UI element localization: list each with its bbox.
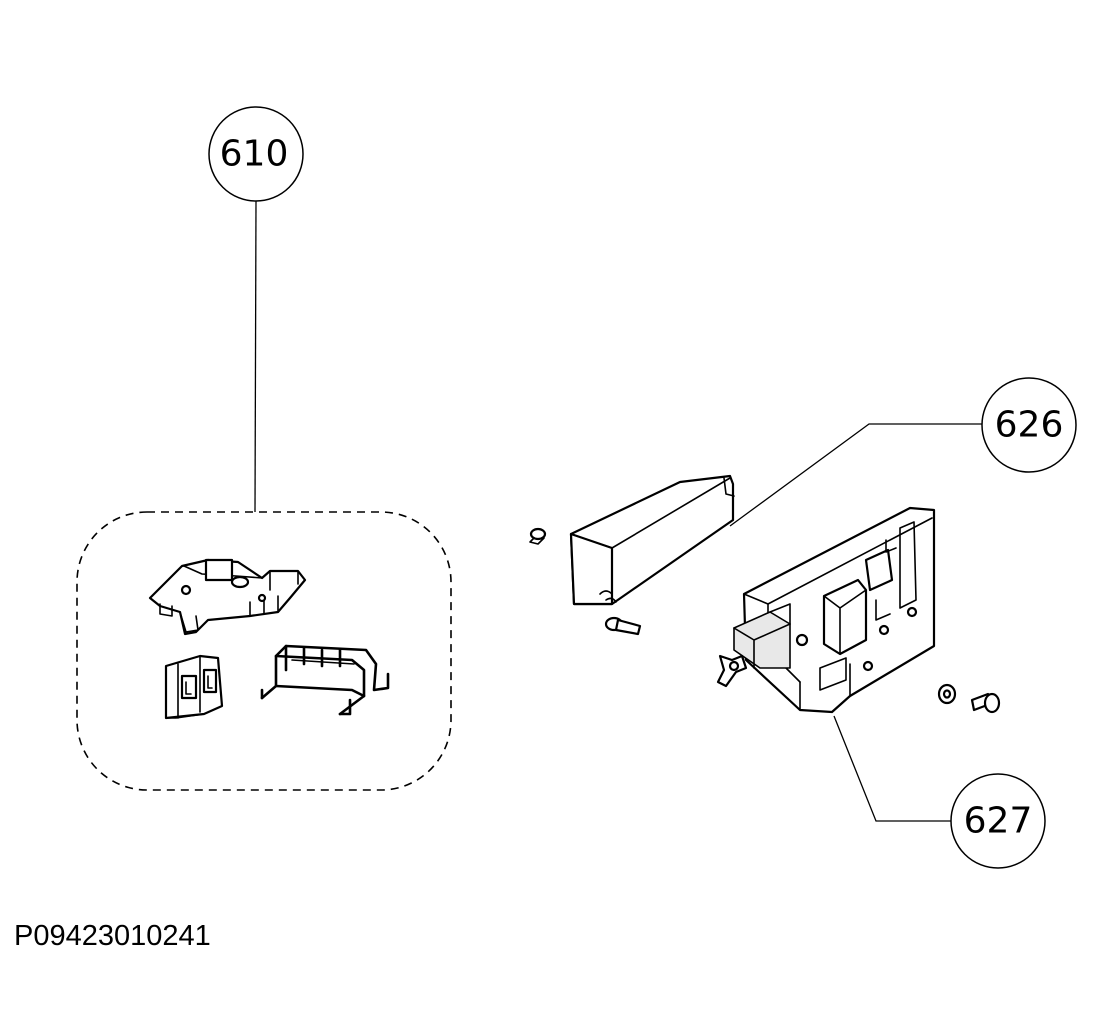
screw-right	[970, 692, 1001, 714]
wing-nut	[716, 654, 748, 688]
cover-box-part	[569, 474, 735, 606]
screw-left	[529, 527, 547, 545]
callout-610[interactable]: 610	[208, 106, 304, 202]
screw-bottom	[604, 616, 642, 636]
washer	[937, 683, 957, 705]
housing-part	[733, 506, 936, 714]
kit-bracket-plate	[148, 558, 307, 636]
leader-line-626	[729, 423, 982, 527]
leader-line-627	[833, 715, 951, 822]
callout-626[interactable]: 626	[981, 377, 1077, 473]
kit-wire-bracket	[260, 644, 390, 716]
callout-626-label: 626	[995, 405, 1064, 446]
drawing-code: P09423010241	[14, 920, 211, 952]
kit-group-boundary	[76, 511, 452, 791]
callout-610-label: 610	[220, 134, 289, 175]
callout-627-label: 627	[964, 801, 1033, 842]
callout-627[interactable]: 627	[950, 773, 1046, 869]
kit-small-clip	[164, 654, 224, 720]
leader-line-610	[254, 200, 257, 513]
callout-626-circle	[981, 377, 1077, 473]
